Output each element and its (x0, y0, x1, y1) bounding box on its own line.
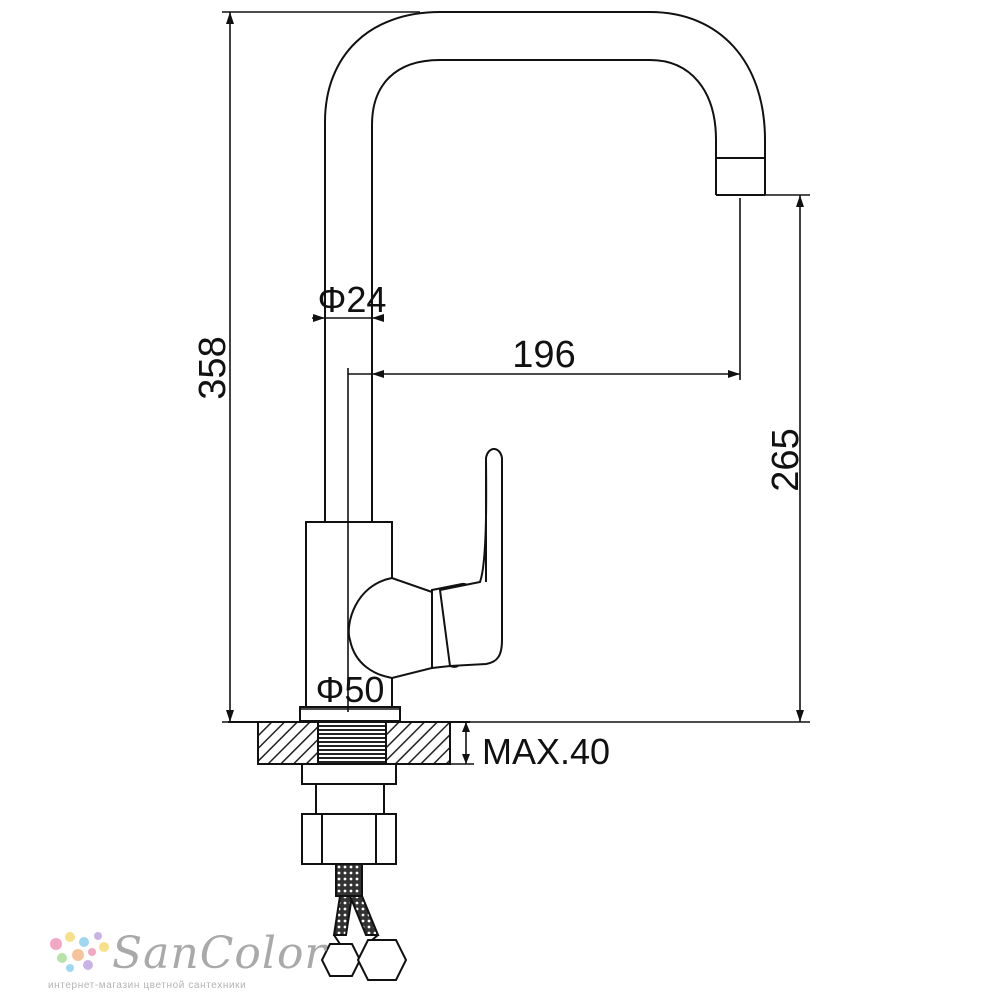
spout-inner-contour (371, 59, 717, 522)
hose-nut-left (320, 943, 362, 977)
hose-nut-right (356, 939, 408, 981)
logo-dot (83, 960, 93, 970)
dim-tube-diameter: Φ24 (318, 279, 387, 320)
logo-name: SanColor (112, 928, 328, 979)
logo-dot (65, 932, 75, 942)
dim-spout-reach: 196 (512, 334, 575, 376)
dimension-lines (222, 11, 810, 765)
lever-handle (438, 448, 503, 668)
dimension-arrows (226, 12, 804, 764)
dim-base-diameter: Φ50 (316, 669, 385, 710)
logo-dot (88, 948, 96, 956)
logo-dot (50, 938, 62, 950)
cartridge-dome (347, 576, 433, 680)
dim-total-height: 358 (192, 336, 234, 399)
mounting-nut (301, 813, 397, 865)
countertop-section (228, 721, 470, 765)
logo-dots (50, 932, 109, 972)
logo-dot (79, 937, 89, 947)
supply-hoses (320, 863, 408, 981)
faucet-body (299, 448, 503, 722)
logo-dot (72, 949, 84, 961)
spout-tube (324, 11, 766, 522)
spout-outer-contour (324, 11, 766, 522)
logo-dot (66, 964, 74, 972)
sancolor-logo: SanColor интернет-магазин цветной сантех… (48, 928, 328, 991)
mounting-shank (301, 721, 397, 865)
dim-max-thickness: MAX.40 (482, 731, 610, 772)
dim-spout-height: 265 (765, 428, 807, 491)
logo-dot (94, 932, 102, 940)
logo-dot (57, 953, 67, 963)
logo-dot (99, 942, 109, 952)
logo-tagline: интернет-магазин цветной сантехники (48, 980, 246, 991)
